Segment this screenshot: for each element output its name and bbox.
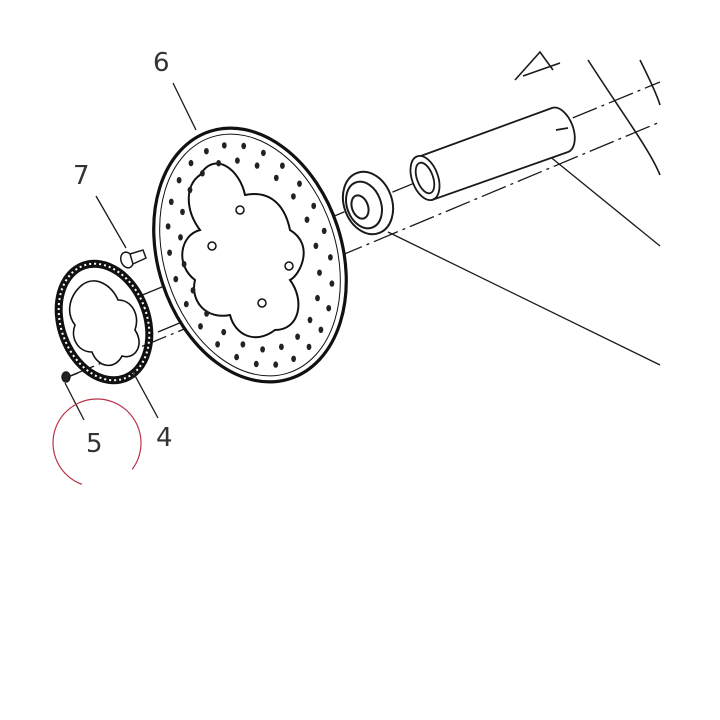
callout-tone-ring: 4 <box>156 423 173 453</box>
vent-hole <box>167 249 173 256</box>
vent-hole <box>190 287 196 294</box>
vent-hole <box>187 186 193 194</box>
disc-vent-holes <box>165 142 335 368</box>
vent-hole <box>295 333 300 340</box>
vent-hole <box>254 162 260 169</box>
vent-hole <box>291 355 296 362</box>
vent-hole <box>204 148 209 155</box>
ring-screw <box>61 371 79 383</box>
vent-hole <box>328 254 333 261</box>
vent-hole <box>200 170 205 177</box>
callout-disc: 6 <box>153 48 170 78</box>
vent-hole <box>241 142 247 150</box>
vent-hole <box>165 223 171 230</box>
disc-carrier-cutout <box>181 162 305 339</box>
vent-hole <box>240 341 246 348</box>
vent-hole <box>216 160 222 167</box>
vent-hole <box>297 180 302 187</box>
vent-hole <box>198 323 203 330</box>
wheel-bearing <box>341 170 395 236</box>
abs-tone-ring <box>54 259 154 385</box>
callout-leaders <box>64 82 197 421</box>
vent-hole <box>253 360 259 368</box>
vent-hole <box>313 242 319 249</box>
vent-hole <box>180 208 185 216</box>
callout-ring-screw: 5 <box>86 429 103 459</box>
vent-hole <box>235 157 240 164</box>
disc-screw <box>119 249 147 269</box>
vent-hole <box>204 310 210 317</box>
vent-hole <box>183 300 189 308</box>
wheel-rim-fragment <box>514 50 661 176</box>
spacer-tube <box>409 106 576 202</box>
vent-hole <box>273 174 279 182</box>
vent-hole <box>279 343 284 350</box>
vent-hole <box>326 305 332 312</box>
vent-hole <box>306 343 312 351</box>
vent-hole <box>304 216 310 223</box>
brake-disc <box>152 126 348 384</box>
vent-hole <box>173 275 179 283</box>
vent-hole <box>318 326 324 333</box>
vent-hole <box>221 328 227 336</box>
vent-hole <box>234 353 240 361</box>
vent-hole <box>261 149 266 157</box>
vent-hole <box>176 177 182 184</box>
callout-disc-screw: 7 <box>73 161 90 191</box>
vent-hole <box>329 280 335 287</box>
vent-hole <box>311 202 317 210</box>
vent-hole <box>321 227 327 235</box>
vent-hole <box>178 234 183 241</box>
vent-hole <box>188 159 194 167</box>
vent-hole <box>273 361 279 368</box>
vent-hole <box>215 341 221 348</box>
vent-hole <box>280 162 285 169</box>
vent-hole <box>317 269 322 276</box>
vent-hole <box>260 346 265 353</box>
vent-hole <box>291 193 296 200</box>
leader-lines <box>387 154 661 366</box>
vent-hole <box>221 142 227 149</box>
vent-hole <box>168 198 174 205</box>
highlight-circle <box>52 398 142 488</box>
vent-hole <box>181 261 187 268</box>
vent-hole <box>315 294 320 302</box>
vent-hole <box>307 316 313 324</box>
